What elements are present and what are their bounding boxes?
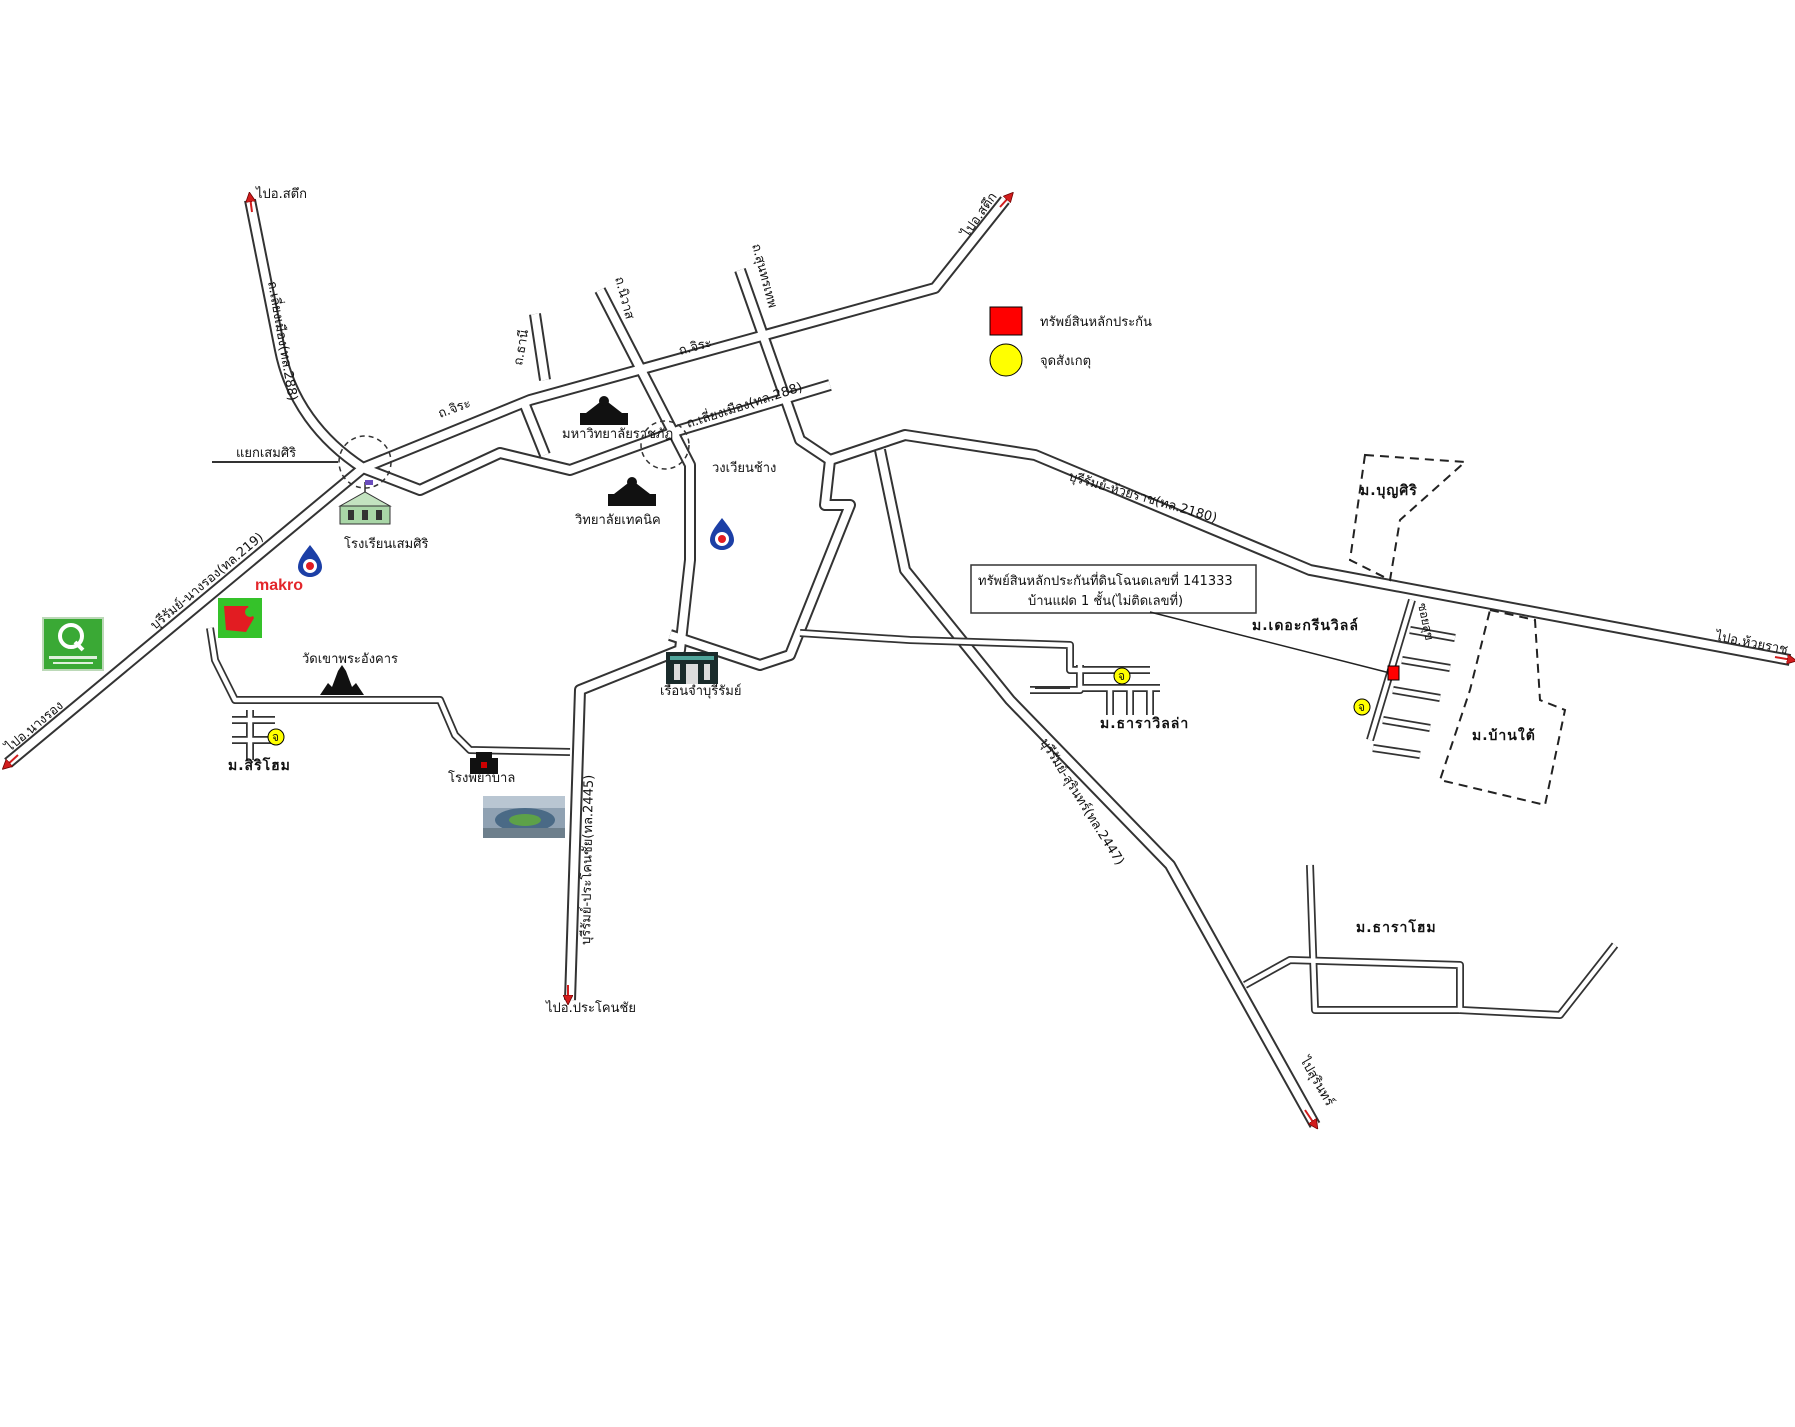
road-huairat-fill bbox=[828, 431, 1791, 664]
village-ban-tai: ม.บ้านใต้ bbox=[1472, 726, 1536, 744]
legend-landmark-swatch bbox=[989, 343, 1023, 377]
arrow-icon bbox=[1774, 657, 1792, 660]
village-the-green: ม.เดอะกรีนวิลล์ bbox=[1252, 617, 1359, 634]
road-link-fill bbox=[668, 459, 854, 669]
arrow-icon bbox=[999, 196, 1010, 208]
soi-green-4-fill bbox=[1382, 717, 1431, 731]
landmark-siri bbox=[267, 728, 285, 746]
village-bunsiri: ม.บุญศิริ bbox=[1360, 483, 1418, 499]
place-temple: วัดเขาพระอังคาร bbox=[302, 652, 398, 667]
gas-station-icon bbox=[298, 545, 322, 577]
soi-tharahome-b bbox=[1306, 864, 1460, 1014]
collateral-callout: ทรัพย์สินหลักประกันที่ดินโฉนดเลขที่ 1413… bbox=[970, 564, 1391, 674]
stadium-photo bbox=[483, 796, 565, 838]
lotus-logo bbox=[42, 617, 104, 671]
arrow-icon bbox=[1304, 1109, 1315, 1125]
soi-thara-villa-fill bbox=[799, 630, 1150, 673]
soi-green-5-fill bbox=[1372, 745, 1421, 758]
place-hospital: โรงพยาบาล bbox=[448, 770, 515, 786]
road-thani-label: ถ.ธานี bbox=[510, 328, 532, 366]
soi-west bbox=[206, 627, 571, 756]
soi-green-3-fill bbox=[1392, 687, 1441, 701]
direction-satuek: ไปอ.สตึก bbox=[255, 186, 307, 202]
legend-landmark-label: จุดสังเกตุ bbox=[1040, 354, 1091, 369]
road-bypass-fill bbox=[361, 381, 832, 494]
place-prison: เรือนจำบุรีรัมย์ bbox=[660, 683, 741, 699]
road-satuek-west bbox=[244, 198, 367, 474]
gas-station-icon bbox=[710, 518, 734, 550]
place-school: โรงเรียนเสมศิริ bbox=[344, 536, 428, 552]
soi-tharahome-fill bbox=[1243, 943, 1617, 1018]
landmarks: จ จ จ bbox=[267, 667, 1371, 746]
direction-arrows bbox=[6, 196, 1792, 1125]
village-siri: ม.สิริโฮม bbox=[228, 756, 291, 774]
road-prakhonchai-label: บุรีรัมย์-ประโคนชัย(ทล.2445) bbox=[578, 775, 597, 945]
hospital-icon bbox=[470, 752, 498, 774]
legend-collateral-swatch bbox=[989, 306, 1023, 336]
road-satuek-west-fill bbox=[246, 199, 366, 472]
road-nangrong-fill bbox=[5, 464, 366, 767]
road-suriyapat-label: ถ.จิระ bbox=[436, 396, 473, 422]
road-thani-fill bbox=[531, 313, 549, 381]
road-jira-fill bbox=[361, 197, 1009, 472]
small-roads-fill bbox=[207, 599, 1617, 1018]
place-university: มหาวิทยาลัยราชภัฏ bbox=[562, 427, 673, 442]
collateral-marker bbox=[1387, 665, 1400, 681]
roundabout-east bbox=[640, 420, 690, 470]
callout-box bbox=[970, 564, 1257, 614]
direction-prakhonchai: ไปอ.ประโคนชัย bbox=[545, 1000, 636, 1016]
temple-icon bbox=[320, 665, 364, 695]
soi-tharahome-b-fill bbox=[1307, 864, 1460, 1013]
village-thara-villa: ม.ธาราวิลล่า bbox=[1100, 716, 1189, 732]
road-bypass-west-label: ถ.เลี่ยงเมือง(ทล.288) bbox=[264, 280, 302, 402]
domed-building-icon bbox=[608, 477, 656, 506]
callout-line-1: ทรัพย์สินหลักประกันที่ดินโฉนดเลขที่ 1413… bbox=[978, 572, 1233, 589]
landmark-thara-villa-mark: จ bbox=[1118, 669, 1125, 683]
road-sunthorn-fill bbox=[736, 268, 833, 464]
soi-green-1-fill bbox=[1409, 627, 1456, 641]
landmark-siri-mark: จ bbox=[272, 730, 279, 744]
place-college: วิทยาลัยเทคนิค bbox=[574, 513, 660, 528]
road-university-spur-fill bbox=[521, 403, 549, 457]
road-surin-fill bbox=[876, 449, 1319, 1127]
soi-tharahome bbox=[1243, 942, 1619, 1019]
road-soi-sub-label: ซอยสุข bbox=[1414, 602, 1437, 642]
road-niwat-fill bbox=[566, 288, 694, 1001]
bigc-logo bbox=[218, 598, 262, 638]
legend-collateral-label: ทรัพย์สินหลักประกัน bbox=[1040, 314, 1152, 330]
arrow-icon bbox=[6, 754, 19, 766]
soi-west-fill bbox=[207, 627, 571, 755]
village-thara-home: ม.ธาราโฮม bbox=[1356, 918, 1437, 936]
place-lakmuang: แยกเสมศิริ bbox=[236, 446, 296, 461]
prison-icon bbox=[666, 652, 718, 684]
landmark-thara-villa bbox=[1113, 667, 1131, 685]
road-huairat-label: บุรีรัมย์-ห้วยราช(ทล.2180) bbox=[1067, 468, 1219, 526]
makro-logo: makro bbox=[255, 577, 303, 594]
callout-line-2: บ้านแฝด 1 ชั้น(ไม่ติดเลขที่) bbox=[1028, 591, 1183, 609]
landmark-green-mark: จ bbox=[1358, 700, 1365, 714]
callout-leader bbox=[1149, 611, 1391, 674]
place-circle-east: วงเวียนช้าง bbox=[712, 460, 776, 476]
boundary-bunsiri bbox=[1348, 453, 1468, 582]
domed-building-icon bbox=[580, 396, 628, 425]
legend: ทรัพย์สินหลักประกัน จุดสังเกตุ bbox=[989, 306, 1152, 377]
roads-fill bbox=[5, 197, 1791, 1127]
soi-green-2-fill bbox=[1401, 657, 1451, 671]
school-icon bbox=[338, 480, 392, 525]
landmark-green bbox=[1353, 698, 1371, 716]
arrow-icon bbox=[250, 197, 252, 213]
boundary-ban-tai bbox=[1438, 608, 1567, 807]
